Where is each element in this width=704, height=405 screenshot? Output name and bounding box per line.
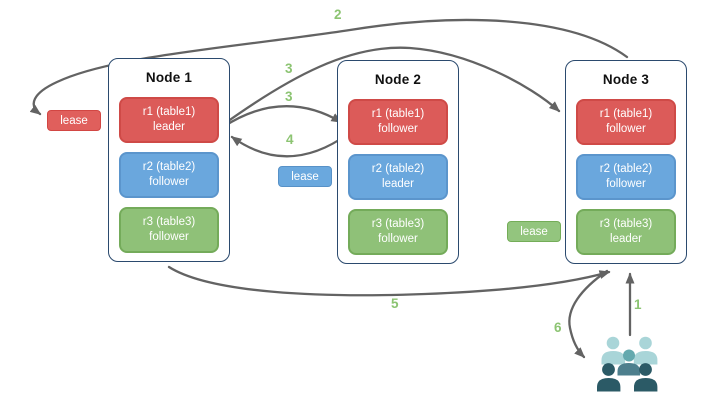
replica-role: follower (606, 178, 646, 190)
replica-name: r2 (table2) (371, 163, 425, 176)
replica-role: follower (378, 233, 418, 245)
arrow-6-label: 6 (554, 320, 562, 335)
node-3-replica-r3: r3 (table3) leader (576, 209, 676, 255)
replica-name: r2 (table2) (599, 163, 653, 176)
node-1-replica-r1: r1 (table1) leader (119, 97, 219, 143)
arrow-3-leader-to-node3-follower (222, 46, 561, 126)
node-3-replica-r1: r1 (table1) follower (576, 99, 676, 145)
arrow-6-node3-to-users (568, 269, 609, 359)
node-3: Node 3 r1 (table1) follower r2 (table2) … (565, 60, 687, 264)
replica-name: r1 (table1) (599, 108, 653, 121)
node-2-title: Node 2 (374, 72, 422, 87)
user-group-icon (597, 336, 658, 392)
replica-role: follower (606, 123, 646, 135)
node-1: Node 1 r1 (table1) leader r2 (table2) fo… (108, 58, 230, 262)
replica-name: r3 (table3) (371, 218, 425, 231)
arrow-2-label: 2 (334, 7, 342, 22)
arrow-3-leader-to-node2-follower (221, 105, 343, 129)
replica-name: r3 (table3) (142, 216, 196, 229)
node-2-replica-r1: r1 (table1) follower (348, 99, 448, 145)
replica-name: r1 (table1) (142, 106, 196, 119)
arrow-3-long-label: 3 (285, 61, 293, 76)
lease-label-table3: lease (507, 221, 561, 242)
replica-role: follower (149, 231, 189, 243)
node-1-replica-r2: r2 (table2) follower (119, 152, 219, 198)
node-2: Node 2 r1 (table1) follower r2 (table2) … (337, 60, 459, 264)
node-3-title: Node 3 (602, 72, 650, 87)
lease-label-table2: lease (278, 166, 332, 187)
arrow-4-node2-to-leader (230, 132, 350, 158)
arrow-5-node1-to-node3 (167, 265, 611, 297)
arrow-3-short-label: 3 (285, 89, 293, 104)
arrow-1-label: 1 (634, 297, 642, 312)
lease-label-table1: lease (47, 110, 101, 131)
replica-role: follower (149, 176, 189, 188)
replica-role: leader (382, 178, 414, 190)
replica-name: r1 (table1) (371, 108, 425, 121)
arrow-4-label: 4 (286, 132, 294, 147)
node-1-title: Node 1 (145, 70, 193, 85)
node-3-replica-r2: r2 (table2) follower (576, 154, 676, 200)
node-2-replica-r2: r2 (table2) leader (348, 154, 448, 200)
node-2-replica-r3: r3 (table3) follower (348, 209, 448, 255)
arrow-2-node3-to-lease1 (29, 18, 629, 116)
node-1-replica-r3: r3 (table3) follower (119, 207, 219, 253)
replica-role: follower (378, 123, 418, 135)
replica-name: r3 (table3) (599, 218, 653, 231)
replica-name: r2 (table2) (142, 161, 196, 174)
arrow-5-label: 5 (391, 296, 399, 311)
replica-role: leader (610, 233, 642, 245)
replica-role: leader (153, 121, 185, 133)
